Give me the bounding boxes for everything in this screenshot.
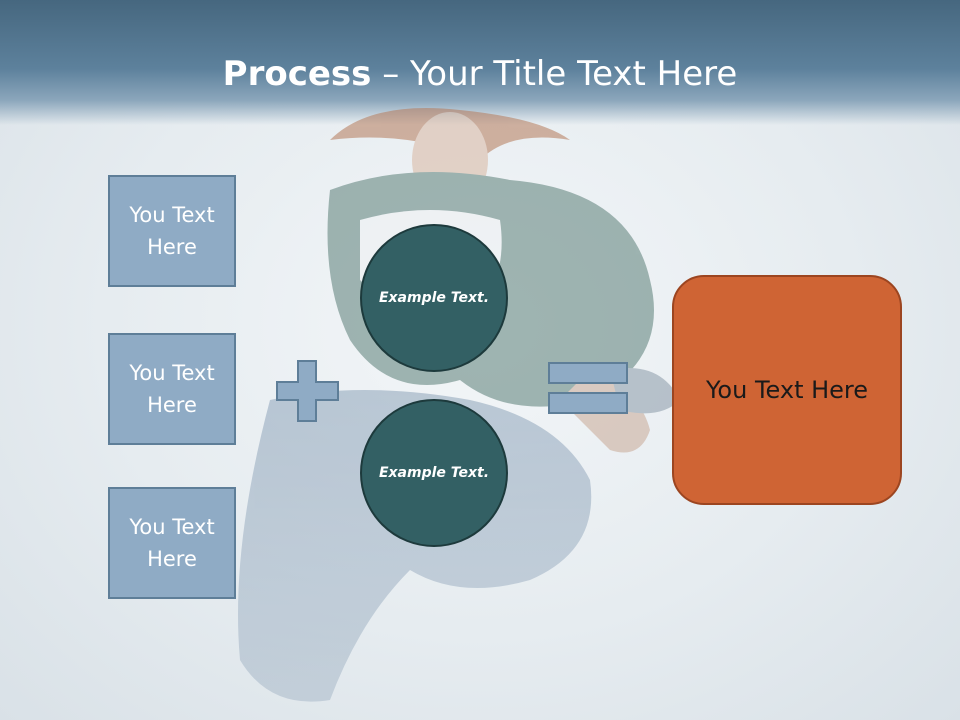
text-box-2-label: You Text Here: [129, 361, 215, 417]
header-band: [0, 0, 960, 125]
text-box-2[interactable]: You Text Here: [108, 333, 236, 445]
example-circle-1[interactable]: Example Text.: [360, 224, 508, 372]
result-box[interactable]: You Text Here: [672, 275, 902, 505]
example-circle-2-label: Example Text.: [378, 464, 490, 481]
example-circle-1-label: Example Text.: [378, 289, 490, 306]
result-box-label: You Text Here: [705, 376, 869, 404]
slide-title: Process – Your Title Text Here: [0, 52, 960, 96]
plus-icon: [276, 360, 339, 422]
text-box-1[interactable]: You Text Here: [108, 175, 236, 287]
text-box-3[interactable]: You Text Here: [108, 487, 236, 599]
example-circle-2[interactable]: Example Text.: [360, 399, 508, 547]
text-box-1-label: You Text Here: [129, 203, 215, 259]
title-separator: –: [371, 54, 411, 94]
title-bold: Process: [222, 54, 372, 94]
title-rest: Your Title Text Here: [410, 54, 738, 94]
text-box-3-label: You Text Here: [129, 515, 215, 571]
equals-icon: [548, 362, 628, 414]
